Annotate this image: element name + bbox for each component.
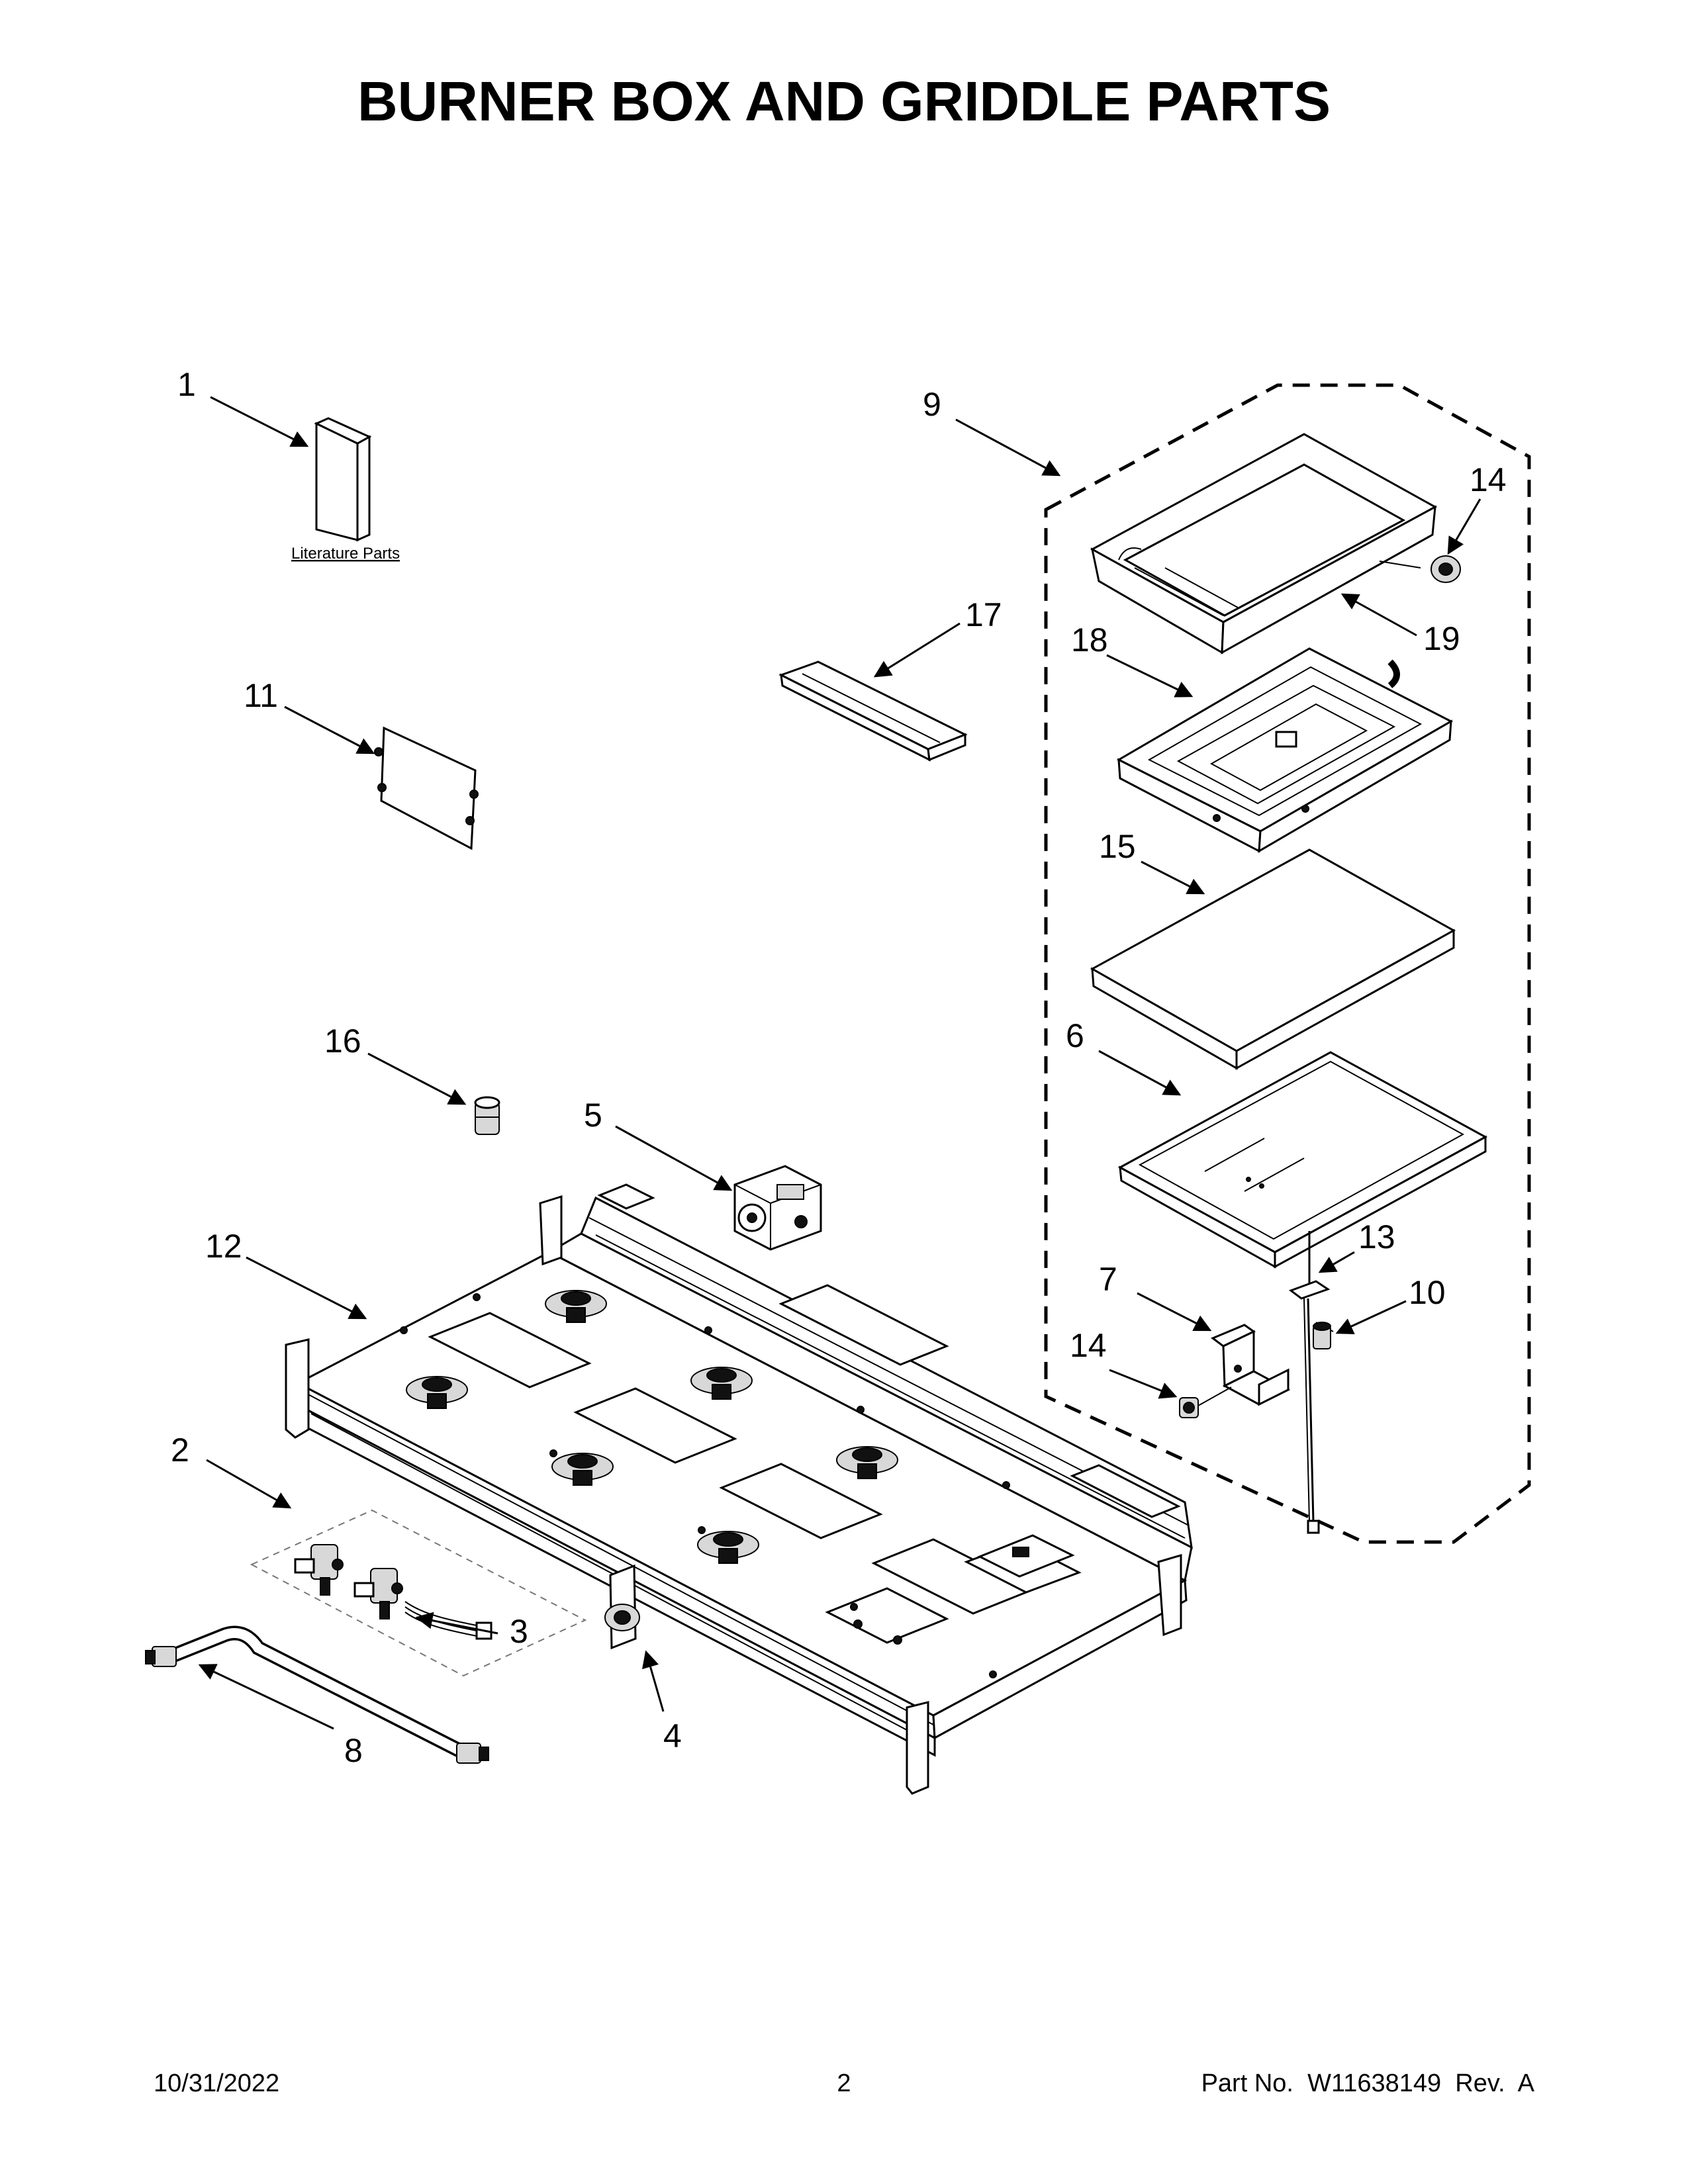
callout-5: 5 bbox=[584, 1097, 602, 1134]
insulation-panel bbox=[1090, 848, 1456, 1070]
screw-top bbox=[1379, 555, 1461, 583]
callout-8: 8 bbox=[344, 1732, 363, 1769]
burner-1 bbox=[545, 1290, 607, 1323]
leader-14-top bbox=[1447, 498, 1481, 555]
leader-9 bbox=[955, 418, 1061, 477]
callout-3: 3 bbox=[510, 1613, 528, 1650]
callout-1: 1 bbox=[177, 366, 196, 403]
leader-5 bbox=[615, 1125, 733, 1191]
leader-7 bbox=[1137, 1292, 1212, 1332]
screw-bottom bbox=[1179, 1387, 1232, 1418]
literature-parts-label: Literature Parts bbox=[291, 545, 400, 563]
page-title: BURNER BOX AND GRIDDLE PARTS bbox=[357, 70, 1331, 132]
callout-9: 9 bbox=[923, 386, 941, 423]
leader-8 bbox=[198, 1664, 334, 1730]
leader-17 bbox=[873, 622, 961, 678]
leader-19 bbox=[1340, 593, 1417, 637]
leader-2 bbox=[206, 1459, 292, 1509]
callout-13: 13 bbox=[1358, 1218, 1395, 1255]
griddle-pan bbox=[1117, 1051, 1488, 1269]
burner-2 bbox=[406, 1376, 468, 1409]
leader-10 bbox=[1335, 1300, 1407, 1334]
callout-11: 11 bbox=[244, 677, 278, 714]
burner-5 bbox=[836, 1446, 898, 1479]
mounting-bracket bbox=[1211, 1324, 1291, 1406]
callout-14-top: 14 bbox=[1470, 461, 1507, 498]
callout-17: 17 bbox=[965, 596, 1002, 633]
leader-11 bbox=[284, 705, 375, 754]
callout-7: 7 bbox=[1099, 1261, 1117, 1298]
footer-page-number: 2 bbox=[837, 2070, 851, 2097]
burner-4 bbox=[551, 1453, 614, 1486]
callout-16: 16 bbox=[324, 1023, 361, 1060]
leader-18 bbox=[1106, 654, 1194, 698]
leader-1 bbox=[210, 396, 309, 447]
burner-3 bbox=[690, 1367, 753, 1400]
leader-6 bbox=[1098, 1050, 1182, 1096]
leader-13 bbox=[1318, 1251, 1355, 1273]
callout-12: 12 bbox=[205, 1228, 242, 1265]
callout-15: 15 bbox=[1099, 828, 1136, 865]
callout-19: 19 bbox=[1423, 620, 1460, 657]
valve-left bbox=[294, 1544, 344, 1596]
leader-12 bbox=[246, 1256, 367, 1320]
temperature-probe bbox=[1288, 1231, 1331, 1534]
leader-3 bbox=[415, 1612, 498, 1635]
burner-6 bbox=[697, 1531, 759, 1564]
griddle-assembly-boundary bbox=[1044, 383, 1531, 1544]
cover-plate bbox=[374, 726, 479, 850]
leader-14-bottom bbox=[1109, 1369, 1178, 1399]
callout-2: 2 bbox=[171, 1432, 189, 1469]
drip-tray bbox=[778, 660, 968, 762]
leader-16 bbox=[367, 1052, 467, 1105]
footer-part-number: Part No. W11638149 Rev. A bbox=[1201, 2070, 1535, 2097]
callout-14-bottom: 14 bbox=[1070, 1327, 1107, 1364]
gas-line bbox=[145, 1625, 489, 1764]
callout-6: 6 bbox=[1066, 1017, 1084, 1054]
ignition-module bbox=[733, 1165, 822, 1251]
griddle-plate bbox=[1090, 433, 1438, 655]
footer-date: 10/31/2022 bbox=[154, 2070, 279, 2097]
probe-screw bbox=[1313, 1322, 1334, 1349]
callout-4: 4 bbox=[663, 1717, 682, 1754]
callout-18: 18 bbox=[1071, 621, 1108, 659]
callout-10: 10 bbox=[1409, 1274, 1446, 1311]
gas-fitting bbox=[474, 1096, 500, 1135]
manifold-connector bbox=[604, 1564, 640, 1650]
leader-15 bbox=[1141, 860, 1205, 895]
burner-box bbox=[285, 1183, 1193, 1795]
valve-right bbox=[353, 1568, 403, 1619]
heating-element-frame bbox=[1116, 647, 1454, 853]
literature-parts: Literature Parts bbox=[291, 417, 400, 563]
leader-4 bbox=[642, 1650, 665, 1712]
